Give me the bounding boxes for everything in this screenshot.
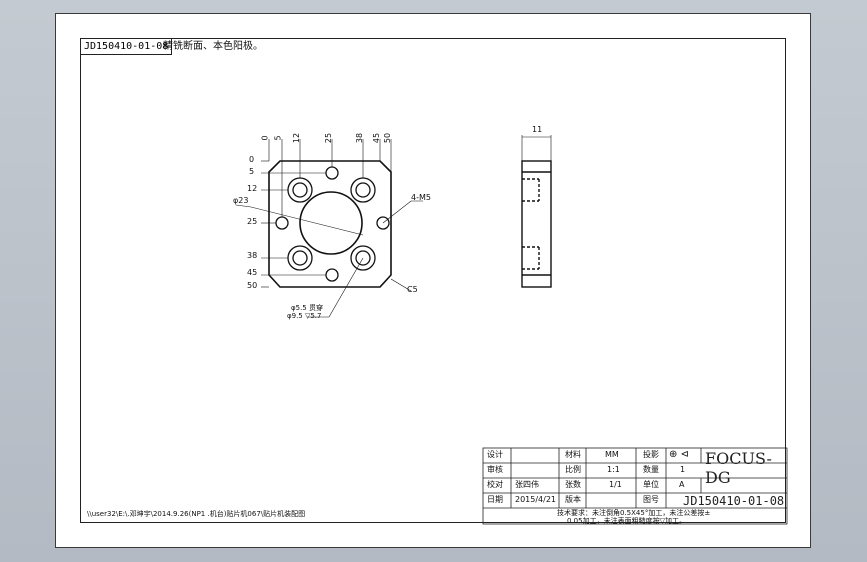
tb-label-check: 校对 bbox=[487, 480, 503, 489]
dim-left-0: 0 bbox=[249, 155, 255, 164]
drawing-sheet[interactable]: JD150410-01-08 精铣断面、本色阳极。 bbox=[55, 13, 811, 548]
tb-units-val: MM bbox=[605, 450, 619, 459]
tb-label-sheets: 张数 bbox=[565, 480, 581, 489]
dim-top-0: 0 bbox=[260, 135, 270, 141]
dim-left-12: 12 bbox=[247, 184, 258, 193]
tb-label-design: 设计 bbox=[487, 450, 503, 459]
drawing-number: JD150410-01-08 bbox=[683, 494, 785, 508]
leaders bbox=[235, 200, 423, 318]
callout-cbore: φ5.5 贯穿 bbox=[291, 304, 323, 312]
dim-top-45: 45 bbox=[372, 132, 382, 144]
corner-note: C5 bbox=[407, 285, 418, 294]
callout-bore: φ23 bbox=[233, 196, 249, 205]
tech-req-line2: 0.05加工，未注表面粗糙度按▽加工。 bbox=[567, 517, 686, 525]
tapped-holes bbox=[275, 166, 390, 282]
tb-qty-val: 1 bbox=[680, 465, 686, 474]
dim-left-25: 25 bbox=[247, 217, 258, 226]
drawing-frame: JD150410-01-08 精铣断面、本色阳极。 bbox=[80, 38, 788, 525]
side-view bbox=[521, 135, 552, 288]
tech-req-line1: 技术要求：未注倒角0.5X45°加工，未注公差按± bbox=[557, 509, 711, 517]
callout-cbore-depth: φ9.5 ▽5.7 bbox=[287, 312, 322, 320]
part-description: 精铣断面、本色阳极。 bbox=[163, 41, 263, 52]
brand-name: FOCUS-DG bbox=[705, 449, 772, 487]
tb-label-drawing-no: 图号 bbox=[643, 495, 659, 504]
tb-label-date: 日期 bbox=[487, 495, 503, 504]
dim-top-38: 38 bbox=[355, 132, 365, 144]
dim-left-50: 50 bbox=[247, 281, 258, 290]
tb-label-draw: 审核 bbox=[487, 465, 503, 474]
tb-sheets-val: 1/1 bbox=[609, 480, 622, 489]
tb-date: 2015/4/21 bbox=[515, 495, 557, 504]
tb-label-qty: 数量 bbox=[643, 465, 659, 474]
projection-symbol-icon: ⊕ ⊲ bbox=[669, 449, 689, 460]
tb-label-scale: 比例 bbox=[565, 465, 581, 474]
tb-label-version: 版本 bbox=[565, 495, 581, 504]
tb-version-val: A bbox=[679, 480, 685, 489]
dim-top-5: 5 bbox=[273, 135, 283, 141]
file-path: \\user32\E:\.邓坤宇\2014.9.26(NP1 .机台)贴片机06… bbox=[87, 510, 306, 518]
tb-scale-val: 1:1 bbox=[607, 465, 620, 474]
tb-label-material: 材料 bbox=[565, 450, 581, 459]
ordinate-lines bbox=[261, 139, 392, 288]
dim-top-50: 50 bbox=[383, 132, 393, 144]
drawing-canvas bbox=[235, 135, 788, 525]
callout-tap: 4-M5 bbox=[411, 193, 431, 202]
title-block-grid bbox=[482, 447, 788, 525]
part-label: JD150410-01-08 bbox=[81, 39, 173, 55]
dim-left-5: 5 bbox=[249, 167, 255, 176]
plate-outline bbox=[268, 160, 392, 288]
center-bore bbox=[299, 191, 363, 255]
tb-label-projection: 投影 bbox=[643, 450, 659, 459]
dim-left-38: 38 bbox=[247, 251, 258, 260]
side-width-dim: 11 bbox=[532, 125, 543, 134]
dim-top-25: 25 bbox=[324, 132, 334, 144]
tb-designer: 张四伟 bbox=[515, 480, 539, 489]
tb-label-units: 单位 bbox=[643, 480, 659, 489]
dim-top-12: 12 bbox=[292, 132, 302, 144]
dim-left-45: 45 bbox=[247, 268, 258, 277]
